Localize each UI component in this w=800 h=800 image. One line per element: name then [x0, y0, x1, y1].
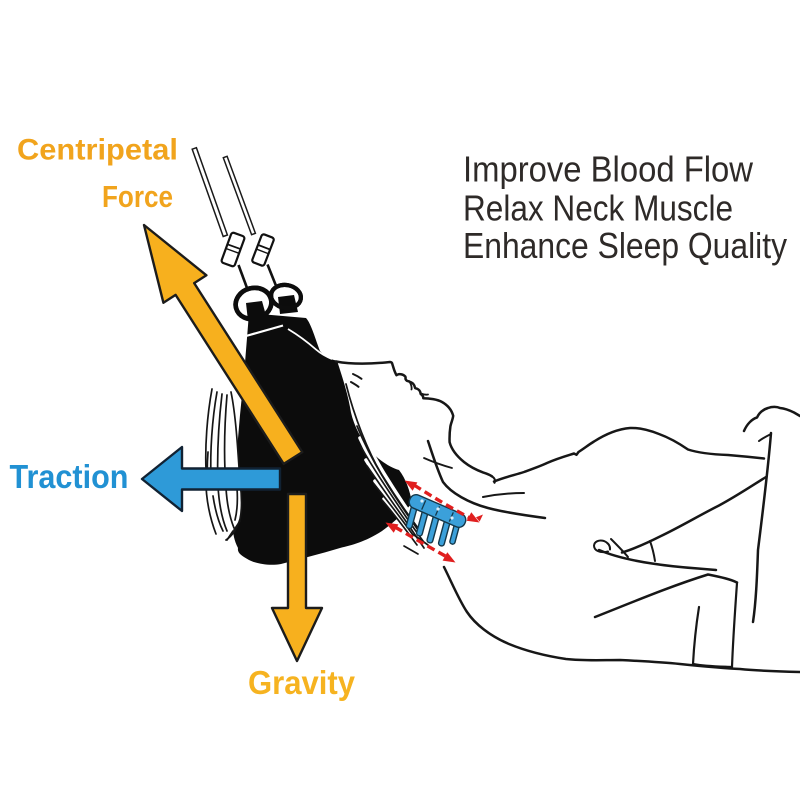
svg-text:Traction: Traction	[10, 459, 129, 496]
svg-text:Relax Neck Muscle: Relax Neck Muscle	[463, 187, 733, 228]
svg-text:Enhance Sleep Quality: Enhance Sleep Quality	[463, 225, 787, 266]
svg-text:Gravity: Gravity	[248, 664, 356, 701]
svg-text:Improve Blood Flow: Improve Blood Flow	[463, 149, 754, 190]
svg-text:Force: Force	[102, 179, 173, 214]
svg-text:Centripetal: Centripetal	[17, 134, 178, 167]
